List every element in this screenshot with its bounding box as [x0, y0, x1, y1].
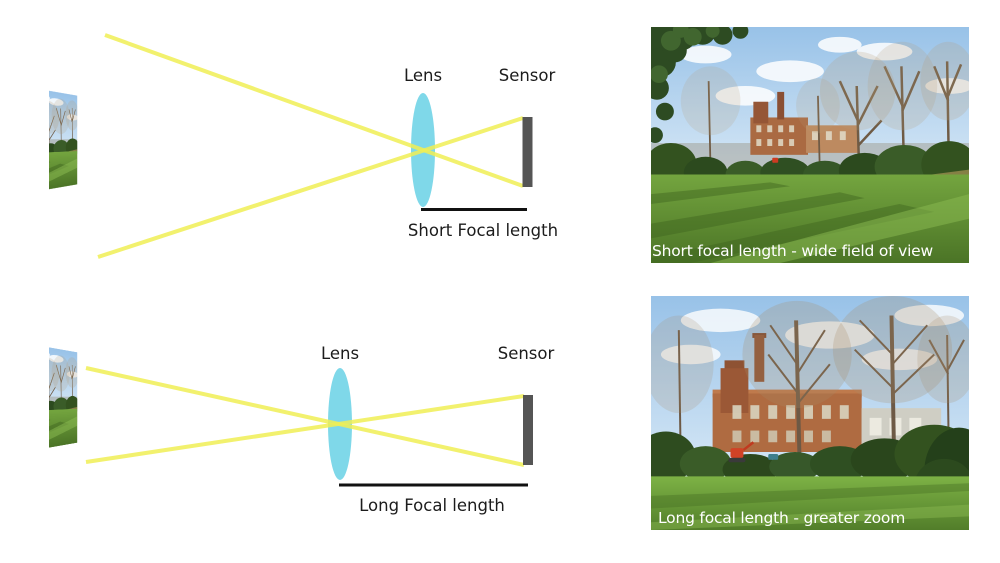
skewed-scene-surface-short — [49, 3, 117, 277]
skewed-scene-panel-long — [49, 258, 159, 537]
light-ray-short-upper — [104, 33, 524, 188]
sensor-bar-short — [522, 117, 533, 187]
photo-long-focal-image — [651, 296, 969, 530]
lens-ellipse-long — [328, 368, 352, 480]
lens-ellipse-short — [411, 93, 435, 207]
caption-long-focal: Long focal length - greater zoom — [658, 509, 906, 527]
photo-short-focal: Short focal length - wide field of view — [651, 27, 969, 263]
caption-short-focal: Short focal length - wide field of view — [652, 242, 933, 260]
short-focal-length-label: Short Focal length — [407, 221, 559, 240]
scene-image-long — [49, 258, 117, 537]
sensor-label-long: Sensor — [497, 344, 555, 363]
skewed-scene-surface-long — [49, 258, 117, 537]
scene-image-short — [49, 3, 117, 277]
lens-label-long: Lens — [320, 344, 360, 363]
sensor-bar-long — [523, 395, 533, 465]
sensor-label-short: Sensor — [498, 66, 556, 85]
lens-label-short: Lens — [403, 66, 443, 85]
photo-long-focal: Long focal length - greater zoom — [651, 296, 969, 530]
photo-short-focal-image — [651, 27, 969, 263]
skewed-scene-panel-short — [49, 3, 159, 277]
long-focal-length-label: Long Focal length — [359, 496, 505, 515]
